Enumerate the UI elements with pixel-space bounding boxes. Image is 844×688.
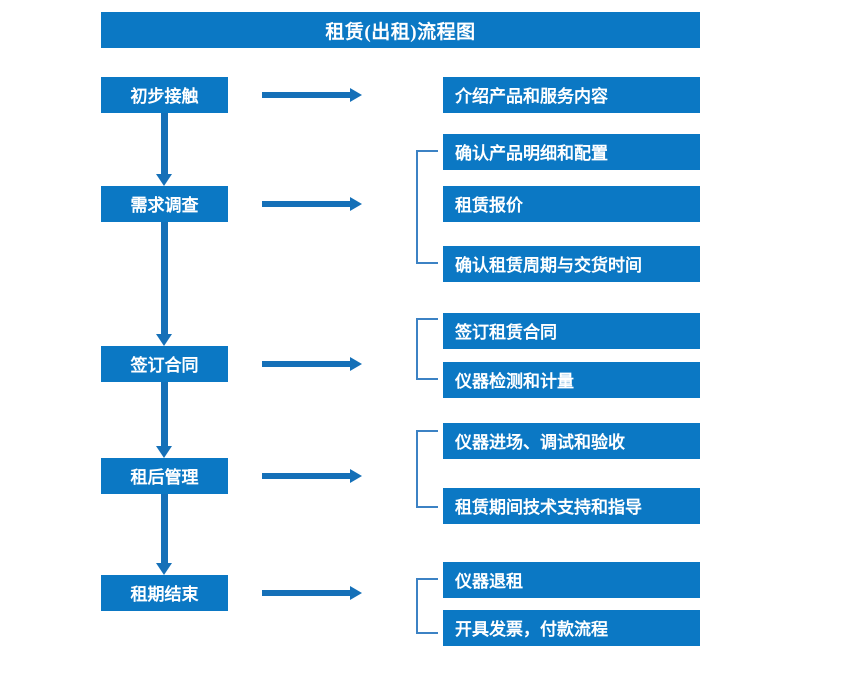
- detail-box-instrument-return[interactable]: 仪器退租: [443, 562, 700, 598]
- chart-title: 租赁(出租)流程图: [101, 12, 700, 48]
- detail-box-intro-products-services[interactable]: 介绍产品和服务内容: [443, 77, 700, 113]
- branch-arrow-requirement-survey: [262, 197, 362, 211]
- connector-arrow-4: [156, 494, 172, 575]
- group-bracket-post-lease-management: [416, 430, 438, 508]
- detail-box-instrument-inspection-metering[interactable]: 仪器检测和计量: [443, 362, 700, 398]
- branch-arrow-lease-end: [262, 586, 362, 600]
- detail-box-invoice-payment-process[interactable]: 开具发票，付款流程: [443, 610, 700, 646]
- branch-arrow-initial-contact: [262, 88, 362, 102]
- detail-box-lease-period-tech-support[interactable]: 租赁期间技术支持和指导: [443, 488, 700, 524]
- connector-arrow-2: [156, 222, 172, 346]
- detail-box-confirm-lease-period-delivery[interactable]: 确认租赁周期与交货时间: [443, 246, 700, 282]
- stage-node-requirement-survey[interactable]: 需求调查: [101, 186, 228, 222]
- connector-arrow-3: [156, 382, 172, 458]
- detail-box-lease-quotation[interactable]: 租赁报价: [443, 186, 700, 222]
- group-bracket-requirement-survey: [416, 150, 438, 264]
- connector-arrow-1: [156, 113, 172, 186]
- detail-box-confirm-product-spec[interactable]: 确认产品明细和配置: [443, 134, 700, 170]
- stage-node-post-lease-management[interactable]: 租后管理: [101, 458, 228, 494]
- stage-node-initial-contact[interactable]: 初步接触: [101, 77, 228, 113]
- branch-arrow-sign-contract: [262, 357, 362, 371]
- detail-box-sign-lease-contract[interactable]: 签订租赁合同: [443, 313, 700, 349]
- branch-arrow-post-lease-management: [262, 469, 362, 483]
- stage-node-lease-end[interactable]: 租期结束: [101, 575, 228, 611]
- stage-node-sign-contract[interactable]: 签订合同: [101, 346, 228, 382]
- group-bracket-sign-contract: [416, 318, 438, 380]
- detail-box-instrument-entry-commissioning-acceptance[interactable]: 仪器进场、调试和验收: [443, 423, 700, 459]
- group-bracket-lease-end: [416, 578, 438, 634]
